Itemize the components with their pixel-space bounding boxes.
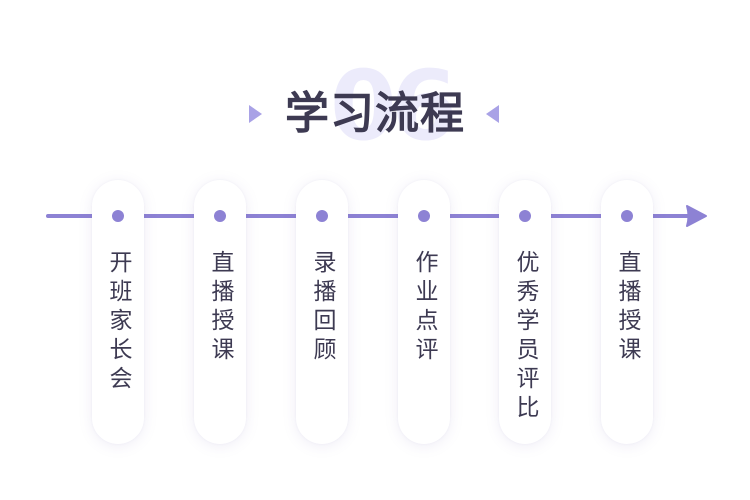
page-title: 学习流程: [285, 88, 465, 139]
step-dot: [418, 210, 430, 222]
timeline-line-segment: [46, 214, 101, 218]
step-card-4: 作业点评: [398, 180, 450, 444]
step-card-2: 直播授课: [194, 180, 246, 444]
step-label: 直播授课: [207, 250, 233, 366]
step-label: 录播回顾: [309, 250, 335, 366]
step-dot: [519, 210, 531, 222]
timeline-line-segment: [339, 214, 407, 218]
timeline-line-segment: [645, 214, 689, 218]
triangle-left-icon: [486, 105, 499, 123]
timeline-line-segment: [135, 214, 203, 218]
step-dot: [316, 210, 328, 222]
step-dot: [621, 210, 633, 222]
timeline-arrow-head-icon: [686, 205, 707, 227]
timeline-line-segment: [543, 214, 611, 218]
title-section: 06 学习流程: [0, 58, 750, 170]
step-label: 直播授课: [614, 250, 640, 366]
triangle-right-icon: [249, 105, 262, 123]
step-card-5: 优秀学员评比: [499, 180, 551, 444]
timeline-line-segment: [441, 214, 509, 218]
step-card-6: 直播授课: [601, 180, 653, 444]
step-label: 作业点评: [411, 250, 437, 366]
timeline-line-segment: [237, 214, 305, 218]
step-dot: [112, 210, 124, 222]
step-card-3: 录播回顾: [296, 180, 348, 444]
step-label: 开班家长会: [105, 250, 131, 395]
step-card-1: 开班家长会: [92, 180, 144, 444]
step-dot: [214, 210, 226, 222]
step-label: 优秀学员评比: [512, 250, 538, 424]
